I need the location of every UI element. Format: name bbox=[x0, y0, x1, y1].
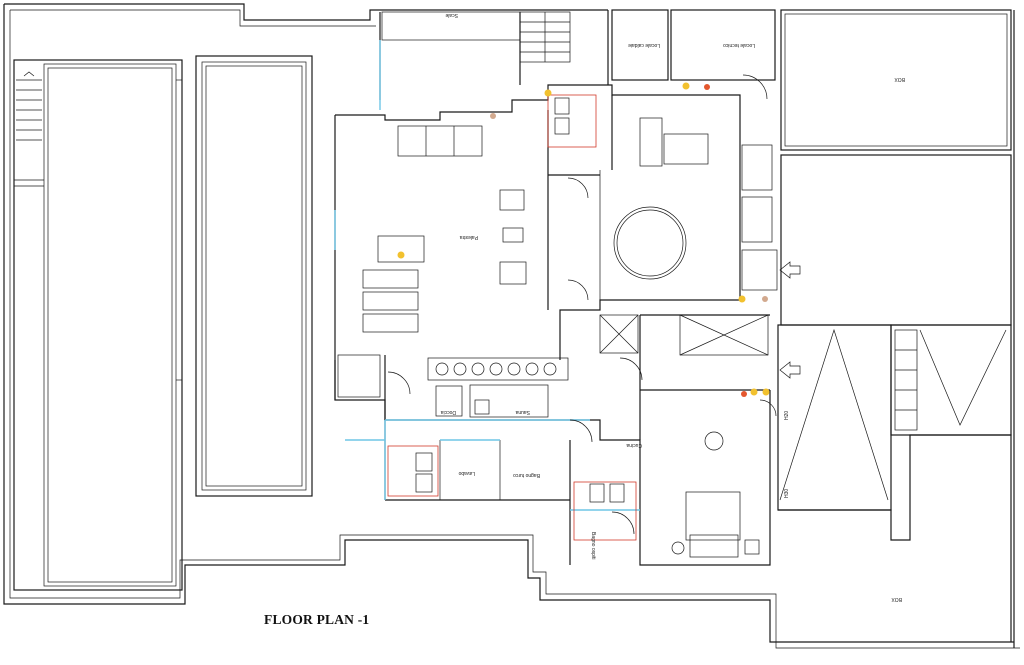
label-locale-tecnico: Locale tecnico bbox=[723, 42, 755, 48]
label-sauna: Sauna bbox=[515, 409, 530, 415]
pool-right bbox=[195, 55, 313, 497]
plan-title: FLOOR PLAN -1 bbox=[264, 612, 370, 627]
marker-h30: H30 bbox=[784, 489, 790, 498]
label-doccia: Doccia bbox=[440, 409, 456, 415]
furniture bbox=[337, 94, 778, 558]
label-box-top: BOX bbox=[894, 76, 905, 82]
marker-h20: H20 bbox=[784, 411, 790, 420]
label-bagno-ospiti: Bagno ospiti bbox=[590, 532, 596, 560]
label-box-bottom: BOX bbox=[891, 596, 902, 602]
label-bagno-turco: Bagno turco bbox=[513, 472, 540, 478]
label-cucina: Cucina bbox=[626, 442, 642, 448]
interior-walls bbox=[334, 9, 1012, 642]
light-points bbox=[397, 82, 770, 397]
outer-boundary bbox=[3, 3, 1020, 649]
stair-arrows bbox=[779, 261, 801, 379]
label-lavanderia: Locale caldaie bbox=[628, 42, 660, 48]
glass-partitions bbox=[334, 40, 640, 511]
room-labels: Scale Locale caldaie Locale tecnico BOX … bbox=[440, 12, 905, 602]
label-palestra: Palestra bbox=[459, 234, 478, 240]
label-scale: Scale bbox=[445, 12, 458, 18]
pool-left bbox=[13, 59, 183, 591]
label-lavabo: Lavabo bbox=[458, 470, 475, 476]
doors bbox=[387, 74, 777, 535]
